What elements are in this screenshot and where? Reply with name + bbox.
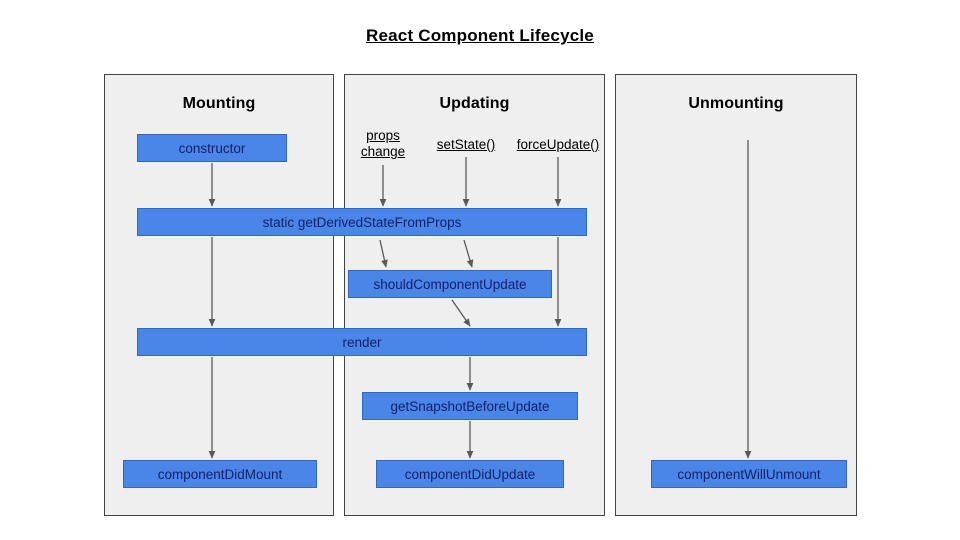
node-component-did-mount[interactable]: componentDidMount (123, 460, 317, 488)
phase-title-mounting: Mounting (182, 95, 256, 112)
page-title: React Component Lifecycle (366, 26, 594, 45)
trigger-line: forceUpdate() (516, 137, 600, 152)
node-render[interactable]: render (137, 328, 587, 356)
node-constructor[interactable]: constructor (137, 134, 287, 162)
node-component-will-unmount[interactable]: componentWillUnmount (651, 460, 847, 488)
trigger-line: change (360, 144, 406, 159)
node-should-component-update[interactable]: shouldComponentUpdate (348, 270, 552, 298)
phase-title-updating: Updating (439, 95, 510, 112)
node-get-derived-state-from-props[interactable]: static getDerivedStateFromProps (137, 208, 587, 236)
node-component-did-update[interactable]: componentDidUpdate (376, 460, 564, 488)
phase-title-unmounting: Unmounting (688, 95, 784, 112)
phase-panel-unmounting (615, 74, 857, 516)
trigger-force-update: forceUpdate() (488, 137, 628, 153)
trigger-set-state: setState() (396, 137, 536, 153)
trigger-line: props (366, 128, 400, 143)
node-get-snapshot-before-update[interactable]: getSnapshotBeforeUpdate (362, 392, 578, 420)
trigger-line: setState() (436, 137, 496, 152)
